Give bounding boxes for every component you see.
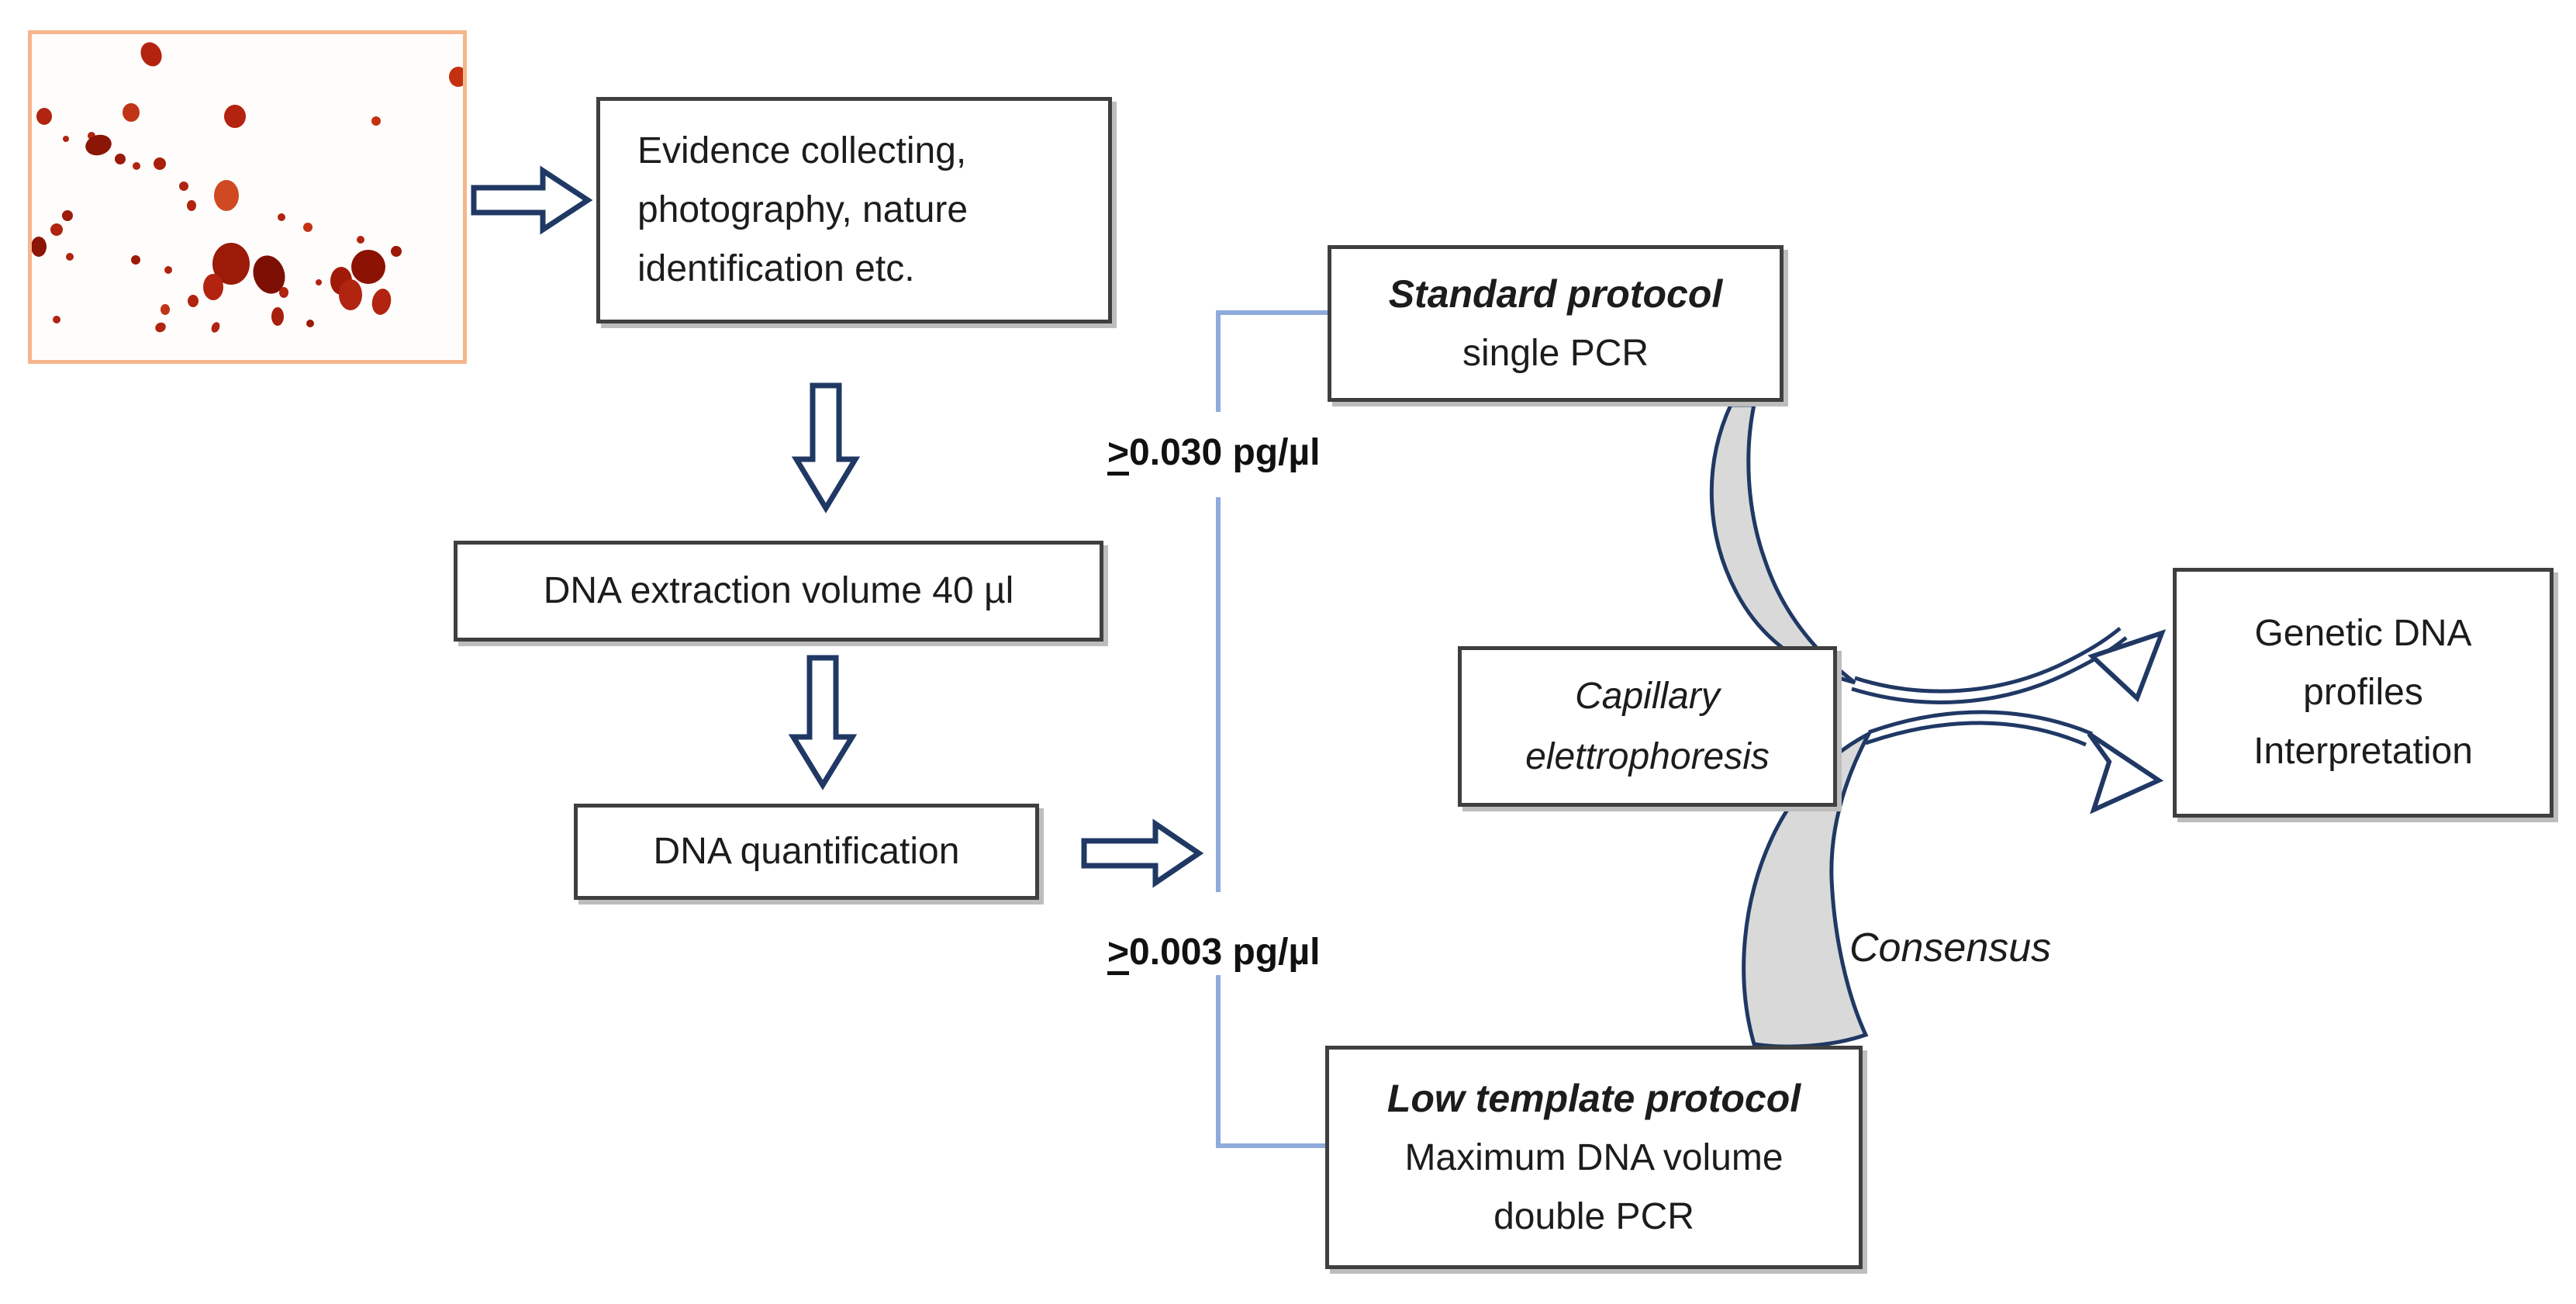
- evidence-line: photography, nature: [637, 189, 969, 230]
- connector-top-elbow: [1216, 310, 1328, 412]
- capillary-line: Capillary: [1575, 675, 1720, 717]
- evidence-line: identification etc.: [637, 248, 915, 289]
- curved-arrow-line: [1851, 636, 2128, 704]
- down-arrow-icon: [791, 382, 861, 514]
- curved-arrow-line: [1868, 710, 2093, 736]
- greater-equal-symbol: >: [1107, 934, 1130, 975]
- threshold-low-label: >0.003 pg/µl: [1107, 931, 1320, 975]
- dna-quantification-box: DNA quantification: [574, 804, 1039, 900]
- consensus-label: Consensus: [1849, 925, 2052, 970]
- low-template-title: Low template protocol: [1386, 1077, 1801, 1120]
- standard-protocol-title: Standard protocol: [1388, 272, 1723, 316]
- curved-arrow-line: [1854, 627, 2122, 694]
- greater-equal-symbol: >: [1107, 434, 1130, 476]
- branch-connector: [1216, 310, 1328, 1148]
- dna-extraction-label: DNA extraction volume 40 µl: [543, 570, 1014, 611]
- right-arrow-icon: [471, 165, 593, 235]
- standard-protocol-subtitle: single PCR: [1462, 333, 1649, 374]
- standard-protocol-box: Standard protocol single PCR: [1328, 245, 1784, 402]
- blood-spatter-image: [28, 30, 467, 364]
- connector-bottom-elbow: [1216, 975, 1325, 1148]
- low-template-line: double PCR: [1493, 1196, 1694, 1237]
- curved-arrow-standard-to-genetic: [1709, 403, 2167, 704]
- low-template-protocol-box: Low template protocol Maximum DNA volume…: [1325, 1046, 1863, 1269]
- genetic-profiles-box: Genetic DNA profiles Interpretation: [2173, 568, 2554, 818]
- open-arrowhead-icon: [2087, 629, 2167, 703]
- dna-quantification-label: DNA quantification: [653, 831, 960, 872]
- threshold-high-label: >0.030 pg/µl: [1107, 431, 1320, 476]
- genetic-line: Genetic DNA: [2254, 613, 2472, 654]
- threshold-high-value: 0.030 pg/µl: [1129, 432, 1321, 473]
- blood-spatter-graphic: [32, 42, 463, 333]
- down-arrow-icon: [788, 655, 858, 790]
- curved-arrow-lowtemplate-to-genetic: [1742, 710, 2164, 1049]
- curved-arrow-tail: [1709, 403, 1856, 685]
- capillary-line: elettrophoresis: [1525, 735, 1770, 777]
- open-arrowhead-icon: [2087, 732, 2164, 815]
- evidence-collecting-box: Evidence collecting, photography, nature…: [596, 97, 1112, 323]
- threshold-low-value: 0.003 pg/µl: [1129, 932, 1321, 973]
- genetic-line: Interpretation: [2253, 731, 2473, 772]
- evidence-line: Evidence collecting,: [637, 130, 967, 171]
- low-template-line: Maximum DNA volume: [1404, 1137, 1784, 1178]
- genetic-line: profiles: [2303, 672, 2423, 713]
- right-arrow-icon: [1081, 818, 1204, 888]
- dna-extraction-box: DNA extraction volume 40 µl: [454, 541, 1103, 642]
- curved-arrow-line: [1865, 721, 2087, 747]
- curved-arrow-tail: [1742, 729, 1873, 1049]
- capillary-electrophoresis-box: Capillary elettrophoresis: [1458, 646, 1837, 807]
